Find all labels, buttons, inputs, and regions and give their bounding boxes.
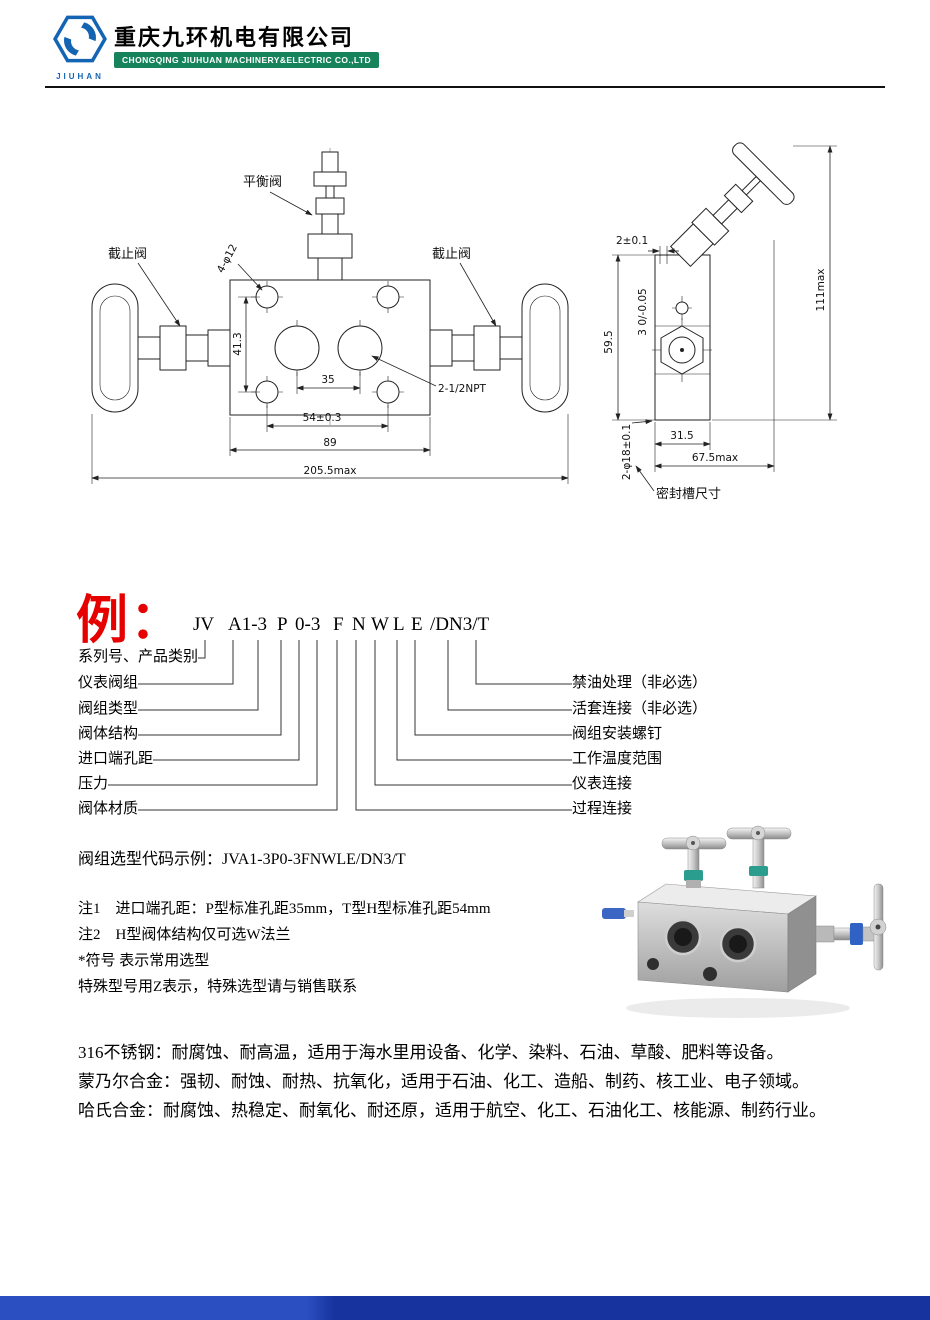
dim-205-5: 205.5max	[304, 465, 357, 477]
header-divider	[45, 86, 885, 88]
side-needle-valve	[669, 142, 795, 268]
dim-59-5: 59.5	[603, 330, 615, 353]
map-label-series: 系列号、产品类别	[78, 649, 199, 665]
map-label-material: 阀体材质	[78, 801, 139, 817]
example-heading: 例：	[76, 593, 185, 650]
dim-111: 111max	[815, 269, 827, 312]
map-label-spacing: 进口端孔距	[78, 751, 154, 767]
materials-section: 316不锈钢：耐腐蚀、耐高温，适用于海水里用设备、化学、染料、石油、草酸、肥料等…	[78, 1038, 882, 1125]
selection-notes: 注1 进口端孔距：P型标准孔距35mm，T型H型标准孔距54mm 注2 H型阀体…	[78, 896, 598, 1000]
side-view: 2±0.1 3 0/-0.05 59.5 111max 31.5	[603, 142, 837, 502]
front-view: 平衡阀 截止阀 截止阀 4-φ12 2-1/2NPT 41.3 35 5	[91, 148, 569, 484]
map-label-type: 阀组类型	[78, 701, 139, 717]
stop-valve-right	[429, 283, 569, 413]
dim-3: 3 0/-0.05	[637, 288, 649, 335]
code-map-lines	[108, 640, 572, 811]
company-name-cn: 重庆九环机电有限公司	[114, 25, 355, 50]
dim-67-5: 67.5max	[692, 452, 738, 464]
code-seg-instr: W	[371, 614, 389, 635]
map-label-screws: 阀组安装螺钉	[572, 726, 663, 742]
map-label-instrconn: 仪表连接	[572, 776, 633, 792]
balance-valve-label: 平衡阀	[243, 175, 282, 190]
footer-bar	[0, 1296, 930, 1320]
map-label-pressure: 压力	[78, 776, 109, 792]
stop-valve-left	[91, 283, 231, 413]
map-label-structure: 阀体结构	[78, 726, 139, 742]
map-label-oilfree: 禁油处理（非必选）	[572, 675, 708, 691]
code-seg-pressure: 0-3	[295, 614, 321, 635]
product-photo	[602, 825, 887, 1018]
balance-valve	[307, 151, 353, 281]
logo-hexagon-icon	[53, 15, 107, 63]
seal-groove-label: 密封槽尺寸	[656, 486, 721, 502]
dim-port-thread: 2-1/2NPT	[438, 383, 487, 395]
dim-89: 89	[323, 437, 336, 449]
dim-35: 35	[321, 374, 334, 386]
note-1: 注1 进口端孔距：P型标准孔距35mm，T型H型标准孔距54mm	[78, 901, 491, 917]
dim-41-3: 41.3	[232, 332, 244, 355]
code-seg-process: N	[352, 614, 366, 635]
code-seg-suffix: /DN3/T	[430, 614, 490, 635]
material-316ss: 316不锈钢：耐腐蚀、耐高温，适用于海水里用设备、化学、染料、石油、草酸、肥料等…	[78, 1043, 784, 1062]
stop-valve-left-label: 截止阀	[108, 247, 147, 262]
map-label-procconn: 过程连接	[572, 801, 633, 817]
technical-drawing: 平衡阀 截止阀 截止阀 4-φ12 2-1/2NPT 41.3 35 5	[91, 142, 837, 502]
map-label-group: 仪表阀组	[78, 675, 139, 691]
material-monel: 蒙乃尔合金：强韧、耐蚀、耐热、抗氧化，适用于石油、化工、造船、制药、核工业、电子…	[78, 1072, 809, 1091]
company-logo: JIUHAN	[52, 12, 108, 81]
dim-4-phi12: 4-φ12	[215, 242, 240, 275]
note-3: *符号 表示常用选型	[78, 953, 210, 969]
code-seg-material: F	[333, 614, 344, 635]
code-example-line: 阀组选型代码示例：JVA1-3P0-3FNWLE/DN3/T	[78, 851, 406, 868]
code-seg-screw: E	[411, 614, 423, 635]
note-2: 注2 H型阀体结构仅可选W法兰	[78, 927, 291, 943]
code-seg-group: A1-3	[228, 614, 268, 635]
dim-31-5: 31.5	[670, 430, 693, 442]
company-name-en: CHONGQING JIUHUAN MACHINERY&ELECTRIC CO.…	[114, 52, 379, 68]
dim-2-phi18: 2-φ18±0.1	[621, 424, 633, 480]
map-label-temprange: 工作温度范围	[572, 751, 663, 767]
code-seg-series: JV	[193, 614, 215, 635]
code-seg-temp: L	[393, 614, 405, 635]
dim-54: 54±0.3	[303, 412, 342, 424]
logo-wordmark: JIUHAN	[56, 72, 104, 81]
code-seg-body: P	[277, 614, 288, 635]
stop-valve-right-label: 截止阀	[432, 247, 471, 262]
dim-2: 2±0.1	[616, 235, 648, 247]
map-label-union: 活套连接（非必选）	[572, 701, 708, 717]
material-hastelloy: 哈氏合金：耐腐蚀、热稳定、耐氧化、耐还原，适用于航空、化工、石油化工、核能源、制…	[78, 1101, 826, 1120]
note-4: 特殊型号用Z表示，特殊选型请与销售联系	[78, 979, 358, 995]
